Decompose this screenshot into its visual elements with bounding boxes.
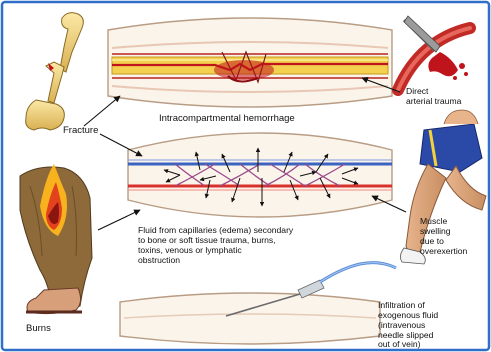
hemorrhage-label: Intracompartmental hemorrhage (159, 113, 295, 124)
muscle-swelling-label-3: due to (420, 236, 444, 246)
infiltration-label-1: Infiltration of (378, 300, 425, 310)
hemorrhage-compartment (108, 18, 392, 107)
infiltration-label-3: (intravenous (378, 320, 425, 330)
arterial-trauma-label-2: arterial trauma (406, 96, 462, 106)
burns-label: Burns (26, 323, 51, 334)
infiltration-label-5: out of vein) (378, 339, 421, 349)
edema-label-1: Fluid from capillaries (edema) secondary (138, 225, 294, 235)
fracture-label: Fracture (63, 125, 98, 136)
edema-compartment (128, 133, 392, 217)
edema-label-4: obstruction (138, 255, 180, 265)
edema-label-3: toxins, venous or lymphatic (138, 245, 242, 255)
arterial-trauma-label-1: Direct (406, 86, 429, 96)
muscle-swelling-label-2: swelling (420, 226, 451, 236)
edema-label-2: to bone or soft tissue trauma, burns, (138, 235, 276, 245)
muscle-swelling-label-1: Muscle (420, 216, 447, 226)
muscle-swelling-label-4: overexertion (420, 246, 468, 256)
infiltration-label-2: exogenous fluid (378, 310, 438, 320)
